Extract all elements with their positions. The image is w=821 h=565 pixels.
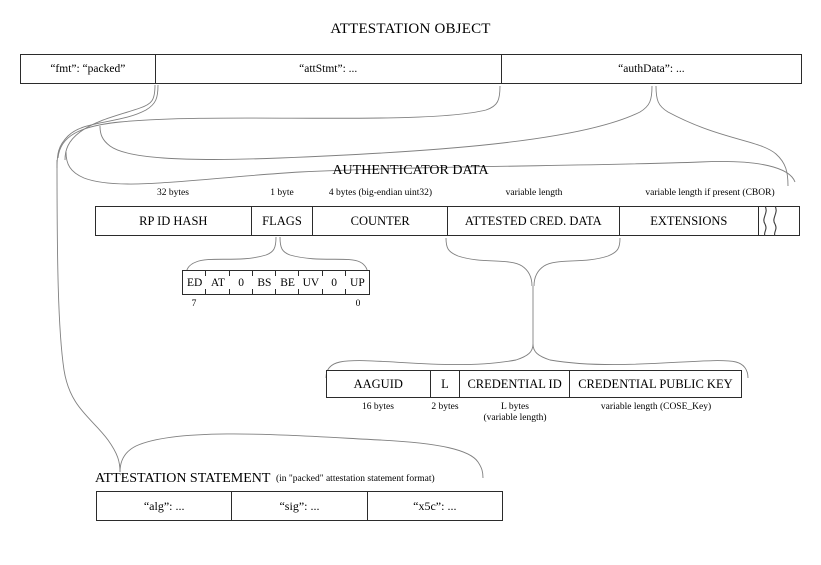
- field-alg[interactable]: “alg”: ...: [97, 492, 233, 520]
- attestation-object-row: “fmt”: “packed” “attStmt”: ... “authData…: [20, 54, 802, 84]
- field-counter[interactable]: COUNTER: [313, 207, 448, 235]
- field-fmt[interactable]: “fmt”: “packed”: [21, 55, 156, 83]
- size-rp-id-hash: 32 bytes: [157, 188, 189, 198]
- field-credential-id[interactable]: CREDENTIAL ID: [460, 371, 570, 397]
- flag-bit-uv[interactable]: UV: [299, 271, 323, 294]
- flag-bit-ed[interactable]: ED: [183, 271, 207, 294]
- attestation-statement-row: “alg”: ... “sig”: ... “x5c”: ...: [96, 491, 503, 521]
- page-title: ATTESTATION OBJECT: [330, 21, 491, 37]
- flag-bit-at[interactable]: AT: [206, 271, 230, 294]
- field-x5c[interactable]: “x5c”: ...: [413, 498, 457, 513]
- flag-bit-bs[interactable]: BS: [253, 271, 277, 294]
- authenticator-data-title: AUTHENTICATOR DATA: [332, 163, 489, 178]
- attested-credential-data-row: AAGUID L CREDENTIAL ID CREDENTIAL PUBLIC…: [326, 370, 742, 398]
- size-aaguid: 16 bytes: [362, 402, 394, 412]
- field-attstmt[interactable]: “attStmt”: ...: [156, 55, 502, 83]
- field-extensions[interactable]: EXTENSIONS: [620, 207, 760, 235]
- size-credential-id: L bytes (variable length): [460, 402, 570, 424]
- field-rp-id-hash[interactable]: RP ID HASH: [96, 207, 252, 235]
- size-credential-id-length: 2 bytes: [431, 402, 459, 412]
- field-sig[interactable]: “sig”: ...: [232, 492, 368, 520]
- size-attested-cred-data: variable length: [505, 188, 563, 198]
- field-authdata[interactable]: “authData”: ...: [618, 63, 685, 75]
- attestation-statement-title: ATTESTATION STATEMENT: [95, 471, 271, 486]
- flag-bit-be[interactable]: BE: [276, 271, 300, 294]
- field-aaguid[interactable]: AAGUID: [327, 371, 431, 397]
- size-credential-id-line1: L bytes: [501, 402, 529, 412]
- flag-bit-rfu-1[interactable]: 0: [323, 271, 347, 294]
- connector-acd-up-right: [533, 237, 621, 287]
- authenticator-data-row: RP ID HASH FLAGS COUNTER ATTESTED CRED. …: [95, 206, 800, 236]
- connector-acd-up-left: [445, 237, 533, 287]
- size-extensions: variable length if present (CBOR): [645, 188, 775, 198]
- break-symbol-icon: [763, 206, 777, 236]
- size-counter: 4 bytes (big-endian uint32): [328, 188, 433, 198]
- connector-fmt: [64, 84, 156, 161]
- size-credential-id-line2: (variable length): [483, 413, 547, 423]
- field-credential-id-length[interactable]: L: [431, 371, 461, 397]
- field-credential-public-key[interactable]: CREDENTIAL PUBLIC KEY: [578, 376, 733, 391]
- size-flags: 1 byte: [270, 188, 294, 198]
- connector-attstmt-upper: [56, 84, 159, 169]
- connector-authdata-left: [99, 85, 653, 160]
- attestation-statement-subtitle: (in "packed" attestation statement forma…: [276, 474, 435, 484]
- flags-high-bit-label: 7: [191, 299, 197, 309]
- flags-low-bit-label: 0: [355, 299, 361, 309]
- flag-bit-rfu-6[interactable]: 0: [230, 271, 254, 294]
- size-credential-public-key: variable length (COSE_Key): [600, 402, 712, 412]
- field-attested-cred-data[interactable]: ATTESTED CRED. DATA: [448, 207, 620, 235]
- flag-bit-up[interactable]: UP: [350, 276, 365, 289]
- field-flags[interactable]: FLAGS: [252, 207, 314, 235]
- connector-attstmt-right: [57, 85, 501, 159]
- flags-bit-row: ED AT 0 BS BE UV 0 UP: [182, 270, 370, 295]
